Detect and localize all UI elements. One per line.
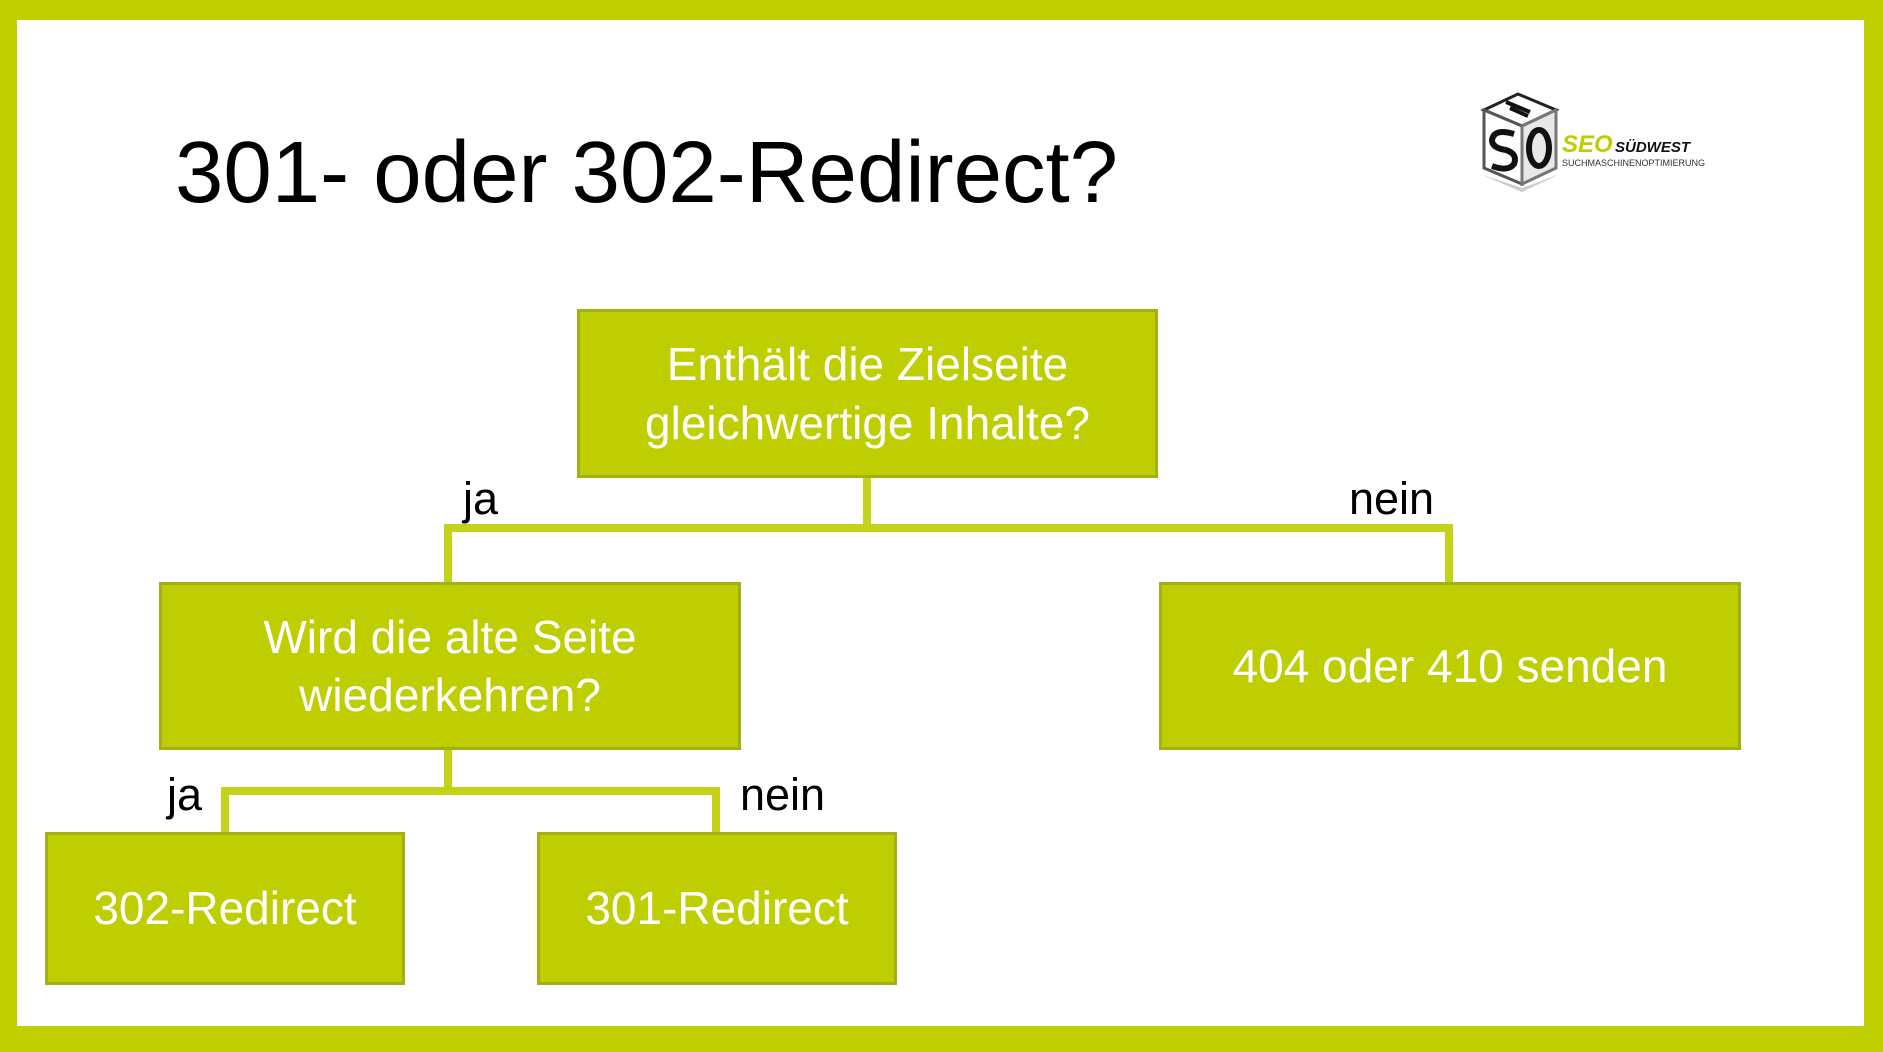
root-yes-label: ja bbox=[463, 473, 499, 524]
second-question-line2: wiederkehren? bbox=[299, 669, 601, 721]
redirect-302-box: 302-Redirect bbox=[45, 832, 405, 985]
q2-no-label: nein bbox=[740, 769, 826, 820]
redirect-301-box: 301-Redirect bbox=[537, 832, 897, 985]
seo-suedwest-logo: SEO SÜDWEST SUCHMASCHINENOPTIMIERUNG bbox=[1480, 92, 1705, 192]
root-no-label: nein bbox=[1349, 473, 1435, 524]
send-404-410-box: 404 oder 410 senden bbox=[1159, 582, 1741, 750]
root-question-line1: Enthält die Zielseite bbox=[666, 338, 1069, 391]
send-404-410-text: 404 oder 410 senden bbox=[1232, 639, 1668, 692]
second-question-line1: Wird die alte Seite bbox=[263, 610, 637, 663]
logo-tagline: SUCHMASCHINENOPTIMIERUNG bbox=[1562, 158, 1705, 168]
second-question-box: Wird die alte Seite wiederkehren? bbox=[159, 582, 741, 750]
logo-brand-suffix: SÜDWEST bbox=[1615, 139, 1692, 156]
slide-title: 301- oder 302-Redirect? bbox=[175, 124, 1119, 221]
redirect-302-text: 302-Redirect bbox=[93, 882, 357, 935]
seo-cube-icon bbox=[1480, 92, 1560, 192]
redirect-301-text: 301-Redirect bbox=[585, 882, 849, 935]
logo-brand: SEO bbox=[1562, 131, 1613, 158]
q2-yes-label: ja bbox=[167, 769, 203, 820]
root-question-line2: gleichwertige Inhalte? bbox=[645, 396, 1090, 449]
root-question-box: Enthält die Zielseite gleichwertige Inha… bbox=[577, 309, 1158, 478]
